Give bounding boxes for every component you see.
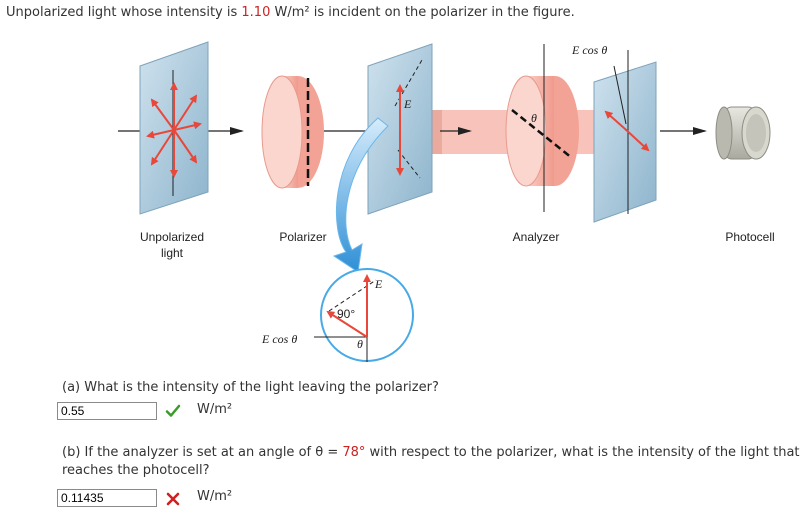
label-90-degrees: 90° <box>337 307 356 321</box>
given-intensity: 1.10 <box>241 5 271 20</box>
inset-circle <box>314 268 414 362</box>
check-icon <box>165 403 181 423</box>
part-a-unit: W/m² <box>197 402 233 417</box>
magnify-arrow <box>332 117 389 273</box>
part-b-unit: W/m² <box>197 489 233 504</box>
intro-suffix: W/m² is incident on the polarizer in the… <box>270 5 575 20</box>
polarization-figure <box>118 41 771 362</box>
analyzer-lens <box>505 44 579 212</box>
label-analyzer: Analyzer <box>512 230 560 244</box>
label-theta-inset: θ <box>357 337 363 351</box>
cross-icon <box>166 491 180 510</box>
polarized-plate <box>367 43 433 215</box>
part-b-suffix: with respect to the polarizer, what is t… <box>62 445 800 478</box>
given-angle: 78° <box>342 445 366 460</box>
label-polarizer: Polarizer <box>279 230 327 244</box>
part-b-prefix: (b) If the analyzer is set at an angle o… <box>62 445 343 460</box>
label-e-inset: E <box>375 277 383 291</box>
label-photocell: Photocell <box>725 230 775 244</box>
label-theta-top: θ <box>531 111 537 125</box>
part-b-answer-input[interactable]: 0.11435 <box>57 489 157 507</box>
intro-prefix: Unpolarized light whose intensity is <box>6 5 242 20</box>
polarizer-lens <box>261 75 324 189</box>
label-e-cos-theta-top: E cos θ <box>572 43 608 57</box>
photocell-device <box>715 106 771 160</box>
label-unpolarized-light: Unpolarized light <box>139 230 205 260</box>
label-e-cos-theta-inset: E cos θ <box>262 332 298 346</box>
problem-intro: Unpolarized light whose intensity is 1.1… <box>6 4 575 22</box>
part-a-question: (a) What is the intensity of the light l… <box>62 380 439 395</box>
part-a-answer-input[interactable]: 0.55 <box>57 402 157 420</box>
analyzed-plate <box>593 50 657 223</box>
unpolarized-plate <box>139 41 209 215</box>
part-b-question: (b) If the analyzer is set at an angle o… <box>62 444 802 480</box>
label-e-top: E <box>404 97 412 111</box>
